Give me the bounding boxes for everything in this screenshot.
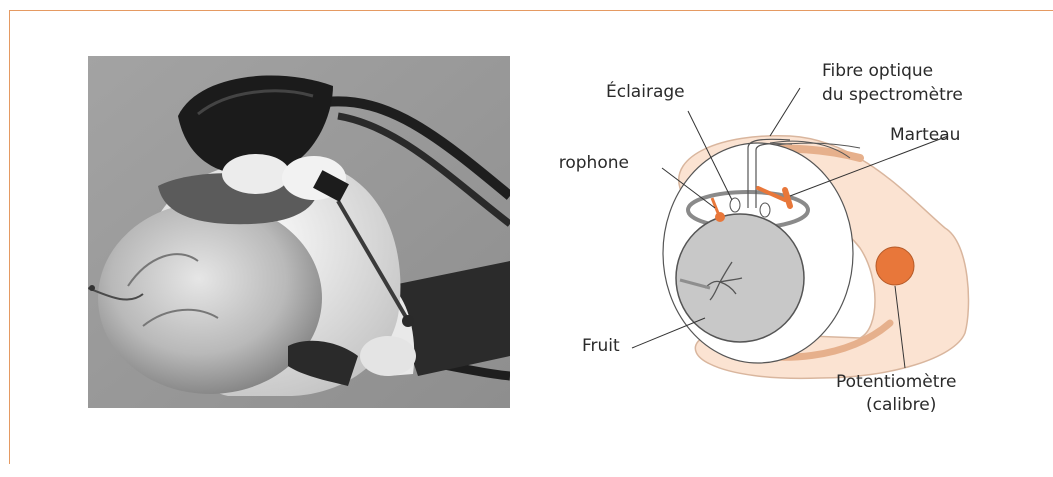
label-eclairage: Éclairage xyxy=(606,80,685,102)
label-potentiometre-line2: (calibre) xyxy=(866,395,936,415)
frame-left-border xyxy=(9,10,10,464)
potentiometer-knob xyxy=(876,247,914,285)
label-marteau: Marteau xyxy=(890,125,960,145)
frame-top-border xyxy=(9,10,1053,11)
label-fibre-line1: Fibre optique xyxy=(822,61,933,81)
light-bulb-2 xyxy=(760,203,770,217)
device-diagram: Éclairage Fibre optique du spectromètre … xyxy=(560,48,980,448)
label-potentiometre-line1: Potentiomètre xyxy=(836,372,957,392)
label-fibre-line2: du spectromètre xyxy=(822,85,963,105)
microphone-head xyxy=(715,212,725,222)
label-microphone: Microphone xyxy=(560,153,629,173)
device-photo xyxy=(88,56,510,408)
label-fruit: Fruit xyxy=(582,336,620,356)
